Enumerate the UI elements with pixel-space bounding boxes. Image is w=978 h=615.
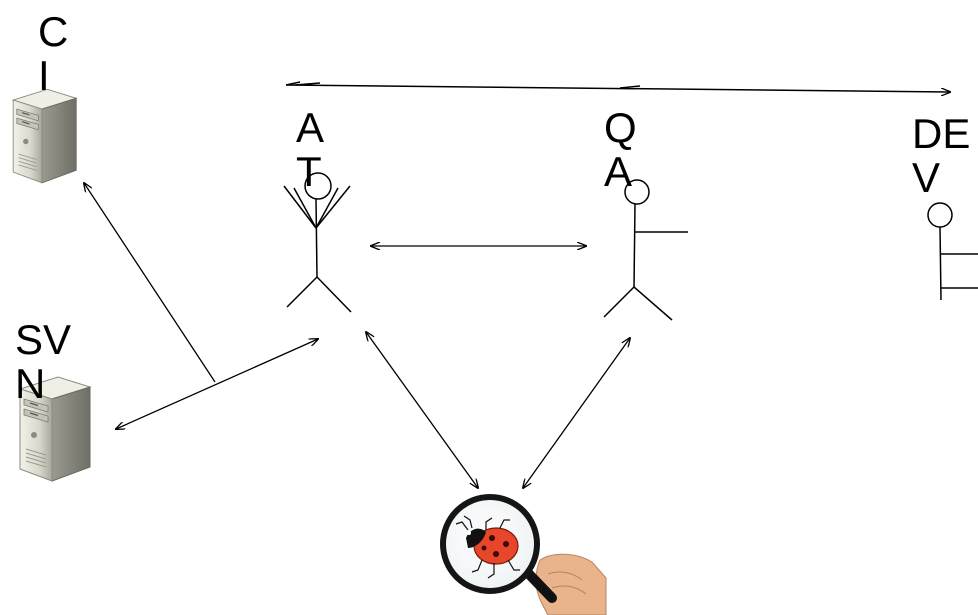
dev-stick-figure <box>927 202 978 301</box>
top-arrow <box>285 81 950 92</box>
qa-label: Q A <box>604 104 637 195</box>
dev-label: DE V <box>912 110 971 201</box>
ci-label: C I <box>38 8 69 99</box>
qa-stick-figure <box>603 179 688 321</box>
at-stick-figure <box>283 172 352 313</box>
ci-server-icon <box>12 88 77 184</box>
magnifier-ladybug-icon <box>440 494 607 615</box>
at-label: A T <box>296 104 325 195</box>
svn-label: SV N <box>15 316 72 407</box>
connector-arrows <box>84 183 630 488</box>
